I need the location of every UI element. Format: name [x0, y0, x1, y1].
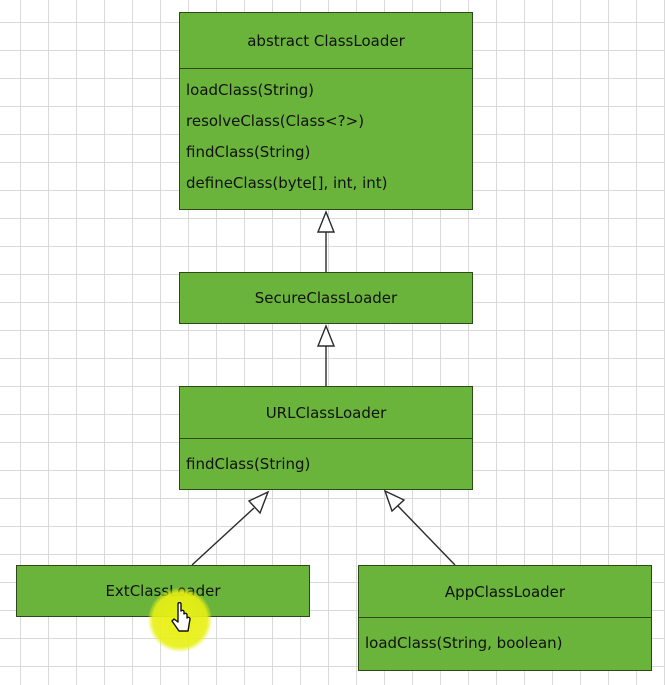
class-secureclassloader[interactable]: SecureClassLoader	[179, 272, 473, 324]
method-item: loadClass(String, boolean)	[365, 634, 563, 652]
class-title: abstract ClassLoader	[180, 13, 472, 69]
method-item: findClass(String)	[186, 143, 311, 161]
edge-ext-to-url	[191, 507, 255, 566]
method-list: findClass(String)	[180, 439, 472, 484]
inheritance-arrow-icon	[316, 210, 336, 233]
class-title: SecureClassLoader	[254, 289, 398, 307]
method-item: defineClass(byte[], int, int)	[186, 174, 388, 192]
class-urlclassloader[interactable]: URLClassLoader findClass(String)	[179, 386, 473, 490]
cursor-highlight	[148, 588, 212, 652]
class-title: AppClassLoader	[359, 566, 651, 618]
edge-app-to-url	[397, 505, 456, 566]
class-appclassloader[interactable]: AppClassLoader loadClass(String, boolean…	[358, 565, 652, 671]
method-list: loadClass(String) resolveClass(Class<?>)…	[180, 69, 472, 203]
class-title: URLClassLoader	[180, 387, 472, 439]
inheritance-arrow-icon	[247, 490, 270, 515]
method-item: loadClass(String)	[186, 81, 314, 99]
method-list: loadClass(String, boolean)	[359, 618, 651, 663]
inheritance-arrow-icon	[383, 489, 406, 513]
inheritance-arrow-icon	[316, 324, 336, 347]
method-item: resolveClass(Class<?>)	[186, 112, 365, 130]
pointer-cursor-icon	[171, 602, 191, 632]
class-classloader[interactable]: abstract ClassLoader loadClass(String) r…	[179, 12, 473, 210]
method-item: findClass(String)	[186, 455, 311, 473]
